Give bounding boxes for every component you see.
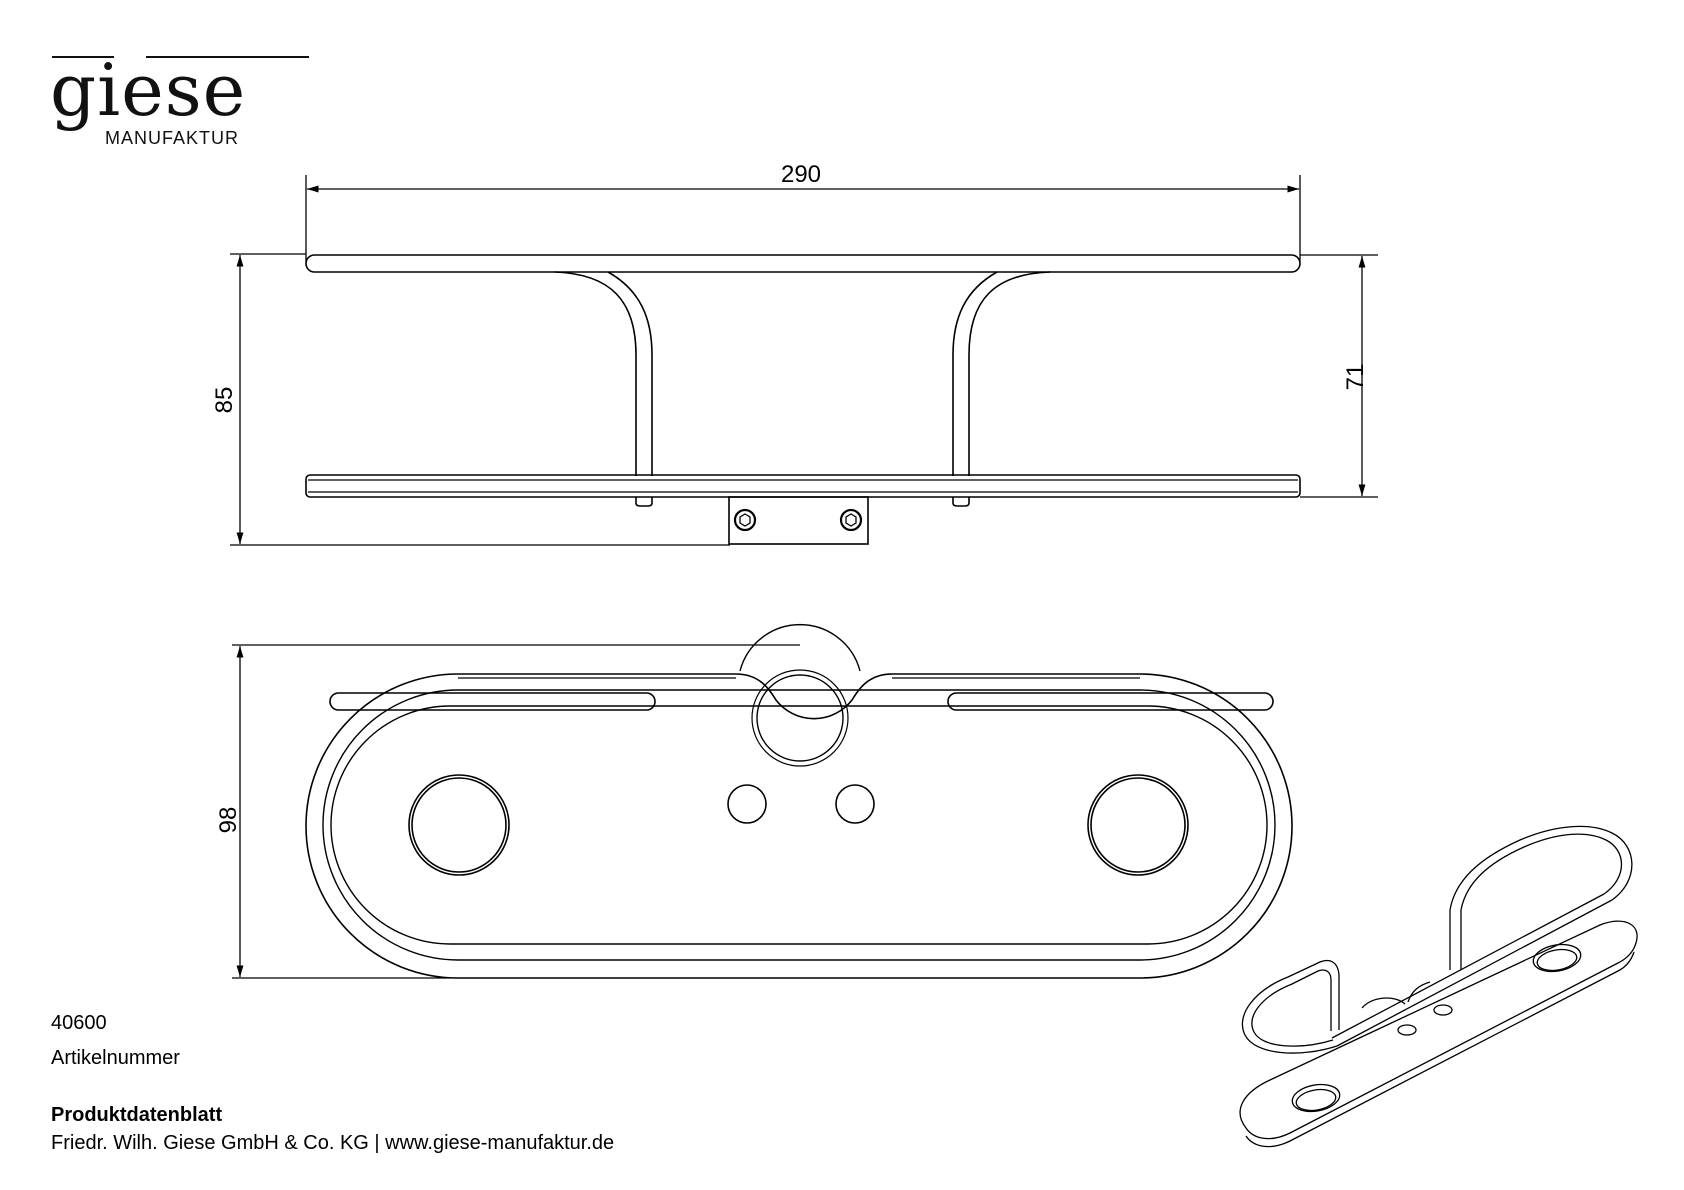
iso-left-loop [1241,959,1340,1054]
left-support [554,271,637,476]
logo-bar-left [52,56,114,58]
dim-label-98: 98 [215,807,242,834]
dim-label-290: 290 [781,161,821,188]
central-bracket [739,624,861,672]
mount-hole-right [835,784,875,824]
side-view: 290 85 71 [211,161,1378,546]
company-info: Friedr. Wilh. Giese GmbH & Co. KG | www.… [51,1132,615,1154]
slot-right [947,692,1274,711]
logo-subtitle: MANUFAKTUR [105,128,240,148]
mounting-block [728,496,869,545]
slot-left [329,692,656,711]
dim-label-71: 71 [1342,364,1369,391]
iso-plate [1239,920,1638,1140]
hole-left [408,774,510,876]
article-number-label: Artikelnummer [51,1047,180,1069]
datasheet-title: Produktdatenblatt [51,1104,223,1126]
inner-rail [322,689,1276,961]
dim-label-85: 85 [211,387,238,414]
dimension-depth [232,644,800,979]
logo-bar-right [146,56,309,58]
iso-right-loop [1449,825,1633,970]
hole-right [1087,774,1189,876]
dimension-height-total [230,253,730,546]
dimension-width [305,175,1301,262]
bottom-plate [305,474,1301,498]
top-view: 98 [215,624,1293,979]
brand-logo: giese MANUFAKTUR [50,48,309,150]
isometric-view [1239,825,1638,1148]
screw-left-icon [733,508,757,532]
screw-right-icon [839,508,863,532]
logo-wordmark: giese [50,48,247,132]
plate-outline [305,673,1293,979]
article-number: 40600 [51,1012,107,1034]
top-rail [305,254,1301,273]
right-support [968,271,1051,476]
dimension-height-rails [1300,254,1378,498]
mount-hole-left [727,784,767,824]
